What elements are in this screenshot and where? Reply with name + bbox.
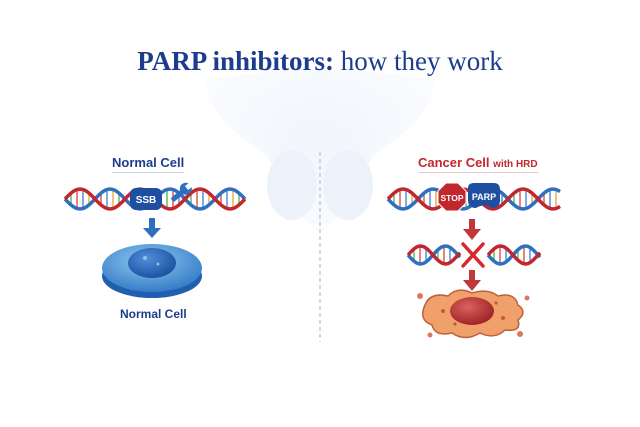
dna-strand (486, 244, 542, 266)
x-cross-icon (461, 242, 485, 268)
ssb-badge: SSB (130, 188, 162, 210)
dna-strand (406, 244, 462, 266)
title-regular: how they work (340, 46, 503, 76)
title-bold: PARP inhibitors: (137, 46, 335, 76)
cancer-heading-main: Cancer Cell (418, 155, 490, 170)
ssb-label: SSB (136, 195, 157, 206)
cancer-heading-small: with HRD (493, 159, 538, 170)
arrow-down-icon (143, 218, 161, 238)
dying-cancer-cell-illustration (417, 289, 530, 339)
normal-cell-caption: Normal Cell (120, 307, 187, 321)
page-title: PARP inhibitors: how they work (0, 46, 640, 77)
dna-helix-broken (406, 244, 542, 266)
stop-label: STOP (441, 193, 464, 203)
parp-badge: PARP (468, 183, 500, 208)
arrow-down-icon (463, 219, 481, 240)
normal-cell-illustration (102, 244, 202, 298)
background-prostate-illustration (205, 70, 435, 232)
parp-label: PARP (472, 192, 496, 202)
normal-cell-heading: Normal Cell (112, 155, 185, 173)
wrench-icon (171, 182, 193, 202)
arrow-down-icon (463, 270, 481, 291)
stop-sign-icon: STOP (437, 182, 467, 212)
cancer-cell-heading: Cancer Cell with HRD (418, 155, 538, 173)
